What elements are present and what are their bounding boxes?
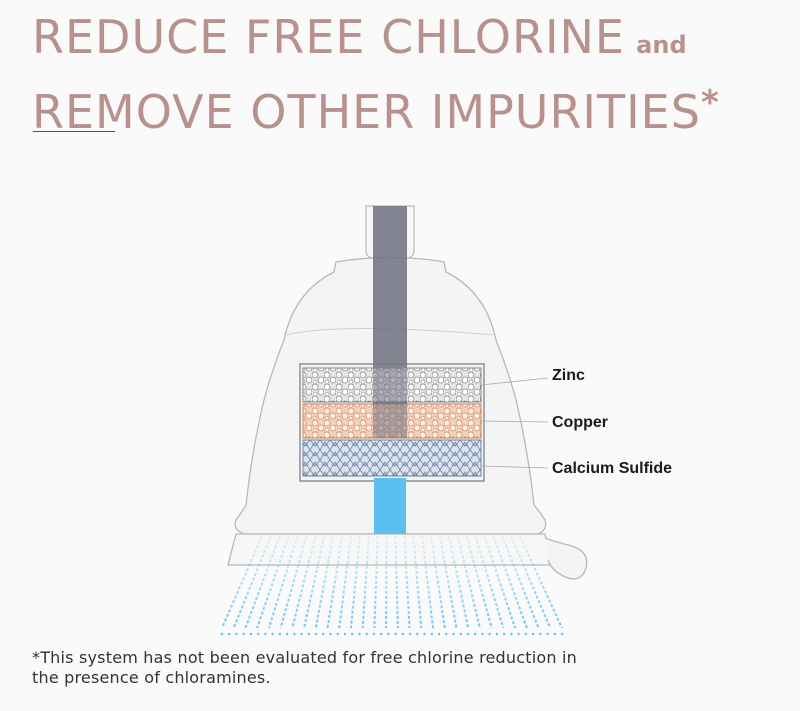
spray-droplet <box>358 632 361 636</box>
spray-stream <box>267 535 299 629</box>
spray-stream <box>483 535 517 629</box>
spray-droplet <box>343 632 347 636</box>
spray-stream <box>326 535 344 629</box>
spray-droplet <box>546 632 549 636</box>
spray-droplet <box>408 632 412 636</box>
spray-droplet <box>379 632 383 636</box>
spray-droplet <box>314 632 318 636</box>
spray-stream <box>456 535 481 629</box>
spray-droplet <box>423 632 426 636</box>
spray-stream <box>244 535 281 629</box>
spray-droplet <box>307 632 311 636</box>
spray-droplet <box>459 632 462 636</box>
water-spray <box>220 535 564 636</box>
spray-droplet <box>531 632 535 636</box>
water-outflow <box>374 478 406 534</box>
spray-droplet <box>271 632 274 636</box>
spray-droplet <box>539 632 542 636</box>
spray-droplet <box>220 632 224 636</box>
spray-droplet <box>293 632 296 636</box>
spray-droplet <box>517 632 520 636</box>
title-divider <box>33 131 115 132</box>
spray-droplet <box>278 632 282 636</box>
spray-droplet <box>488 632 491 636</box>
title-line-2: REMOVE OTHER IMPURITIES <box>32 85 701 139</box>
spray-stream <box>279 535 308 629</box>
spray-stream <box>373 535 379 629</box>
page-title: REDUCE FREE CHLORINE and REMOVE OTHER IM… <box>32 8 719 146</box>
spray-droplet <box>401 632 405 636</box>
spray-droplet <box>394 632 397 636</box>
spray-droplet <box>560 632 564 636</box>
title-line-1: REDUCE FREE CHLORINE <box>32 10 626 64</box>
spray-droplet <box>387 632 390 636</box>
spray-droplet <box>437 632 441 636</box>
spray-droplet <box>235 632 238 636</box>
spray-droplet <box>473 632 477 636</box>
spray-droplet <box>481 632 484 636</box>
title-line-1-suffix: and <box>636 31 687 59</box>
spray-droplet <box>510 632 513 636</box>
spray-droplet <box>365 632 368 636</box>
spray-droplet <box>228 632 231 636</box>
spray-stream <box>492 535 528 629</box>
spray-droplet <box>285 632 289 636</box>
spray-stream <box>256 535 290 629</box>
spray-droplet <box>502 632 506 636</box>
spray-stream <box>361 535 370 629</box>
label-zinc: Zinc <box>552 367 585 384</box>
spray-droplet <box>524 632 528 636</box>
spray-stream <box>291 535 317 629</box>
spray-stream <box>394 535 399 629</box>
spray-stream <box>232 535 272 629</box>
spray-droplet <box>256 632 260 636</box>
label-copper: Copper <box>552 414 608 431</box>
filter-handle-icon <box>544 537 588 580</box>
spray-droplet <box>351 632 354 636</box>
spray-stream <box>501 535 540 629</box>
spray-droplet <box>249 632 253 636</box>
spray-droplet <box>553 632 556 636</box>
spray-stream <box>510 535 552 629</box>
spray-droplet <box>264 632 267 636</box>
spray-droplet <box>336 632 339 636</box>
spray-droplet <box>466 632 470 636</box>
label-calcium-sulfide: Calcium Sulfide <box>552 460 672 477</box>
spray-droplet <box>452 632 455 636</box>
spray-droplet <box>300 632 303 636</box>
spray-stream <box>303 535 326 629</box>
spray-stream <box>338 535 352 629</box>
title-asterisk: * <box>700 83 719 123</box>
spray-stream <box>412 535 423 629</box>
spray-stream <box>430 535 446 629</box>
footnote: *This system has not been evaluated for … <box>32 648 577 687</box>
spray-droplet <box>416 632 419 636</box>
spray-stream <box>438 535 458 629</box>
calcium-sulfide-layer <box>302 439 482 477</box>
spray-stream <box>421 535 435 629</box>
spray-stream <box>474 535 505 629</box>
spray-droplet <box>322 632 325 636</box>
spray-droplet <box>372 632 376 636</box>
spray-droplet <box>495 632 499 636</box>
spray-droplet <box>445 632 448 636</box>
spray-stream <box>314 535 335 629</box>
spray-stream <box>221 535 263 629</box>
spray-droplet <box>242 632 245 636</box>
spray-stream <box>403 535 411 629</box>
spray-stream <box>519 535 563 629</box>
spray-stream <box>447 535 470 629</box>
spray-droplet <box>329 632 332 636</box>
spray-droplet <box>430 632 433 636</box>
spray-stream <box>465 535 493 629</box>
spray-stream <box>349 535 361 629</box>
